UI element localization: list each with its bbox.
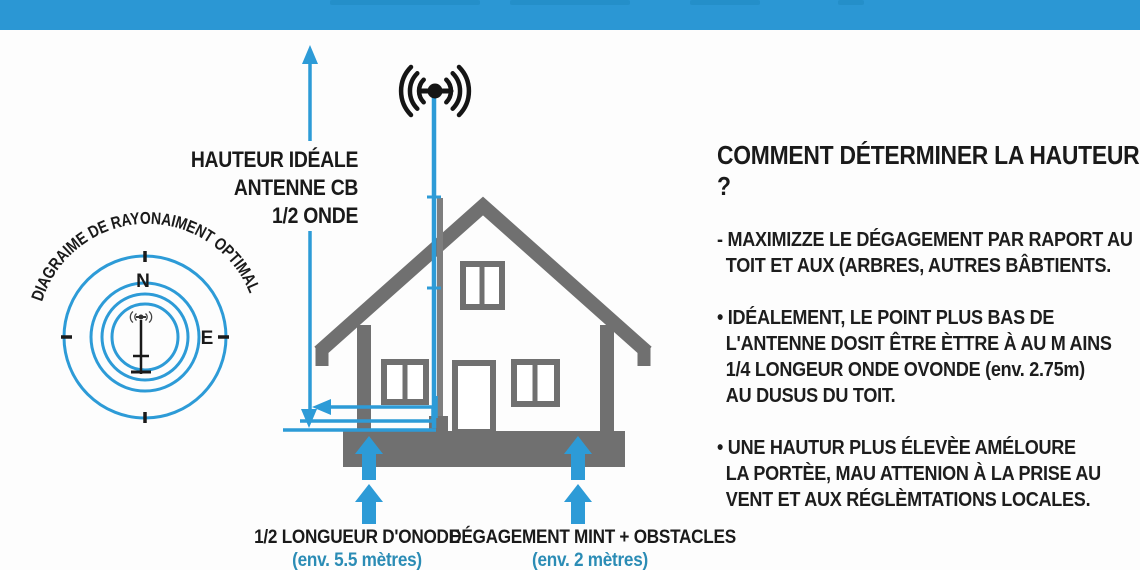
arrow-down-icon bbox=[301, 409, 317, 428]
bullet-line: LA PORTÈE, MAU ATTENION À LA PRISE AU bbox=[725, 462, 1101, 485]
bullet-line: TOIT ET AUX (ARBRES, AUTRES BÂBTIENTS. bbox=[725, 254, 1111, 277]
clearance-label: DÉGAGEMENT MINT + OBSTACLES (env. 2 mètr… bbox=[449, 526, 736, 570]
label-subtitle: (env. 5.5 mètres) bbox=[292, 549, 422, 570]
bullet-line: VENT ET AUX RÉGLÈMTATIONS LOCALES. bbox=[725, 488, 1091, 511]
bullet-line: AU DUSUS DU TOIT. bbox=[725, 384, 896, 407]
antenna-mast-icon bbox=[427, 96, 448, 433]
compass-east-label: E bbox=[201, 328, 214, 349]
bullet-line: - MAXIMIZZE LE DÉGAGEMENT PAR RAPORT AU bbox=[717, 228, 1133, 251]
antenna-signal-icon bbox=[398, 64, 472, 118]
label-title: DÉGAGEMENT MINT + OBSTACLES bbox=[449, 526, 736, 548]
antenna-height-label: HAUTEUR IDÉALE ANTENNE CB 1/2 ONDE bbox=[190, 146, 359, 230]
arrow-up-icon bbox=[355, 436, 383, 480]
arrow-up-icon bbox=[564, 484, 592, 524]
top-bar-cropped-text bbox=[330, 0, 480, 5]
door-icon bbox=[452, 360, 496, 435]
center-antenna-icon bbox=[129, 310, 153, 374]
bullet-item: • IDÉALEMENT, LE POINT PLUS BAS DE L'ANT… bbox=[717, 305, 1140, 409]
compass-north-label: N bbox=[136, 271, 150, 292]
label-subtitle: (env. 2 mètres) bbox=[532, 549, 648, 570]
explanation-panel: COMMENT DÉTERMINER LA HAUTEUR ? - MAXIMI… bbox=[717, 140, 1140, 539]
arrow-up-icon bbox=[355, 484, 383, 524]
wavelength-label: 1/2 LONGUEUR D'ONODE (env. 5.5 mètres) bbox=[225, 527, 489, 570]
bullet-line: • IDÉALEMENT, LE POINT PLUS BAS DE bbox=[717, 306, 1055, 329]
top-bar bbox=[0, 0, 1140, 30]
compass-ticks-icon bbox=[61, 251, 229, 423]
bullet-line: L'ANTENNE DOSIT ÊTRE ÈTTRE À AU M AINS bbox=[725, 332, 1112, 355]
bullet-item: - MAXIMIZZE LE DÉGAGEMENT PAR RAPORT AU … bbox=[717, 227, 1140, 279]
top-bar-cropped-text bbox=[838, 0, 864, 5]
height-label-line: HAUTEUR IDÉALE bbox=[190, 147, 359, 172]
house-icon bbox=[314, 196, 652, 467]
house-antenna-diagram bbox=[283, 45, 652, 524]
label-title: 1/2 LONGUEUR D'ONODE bbox=[254, 526, 460, 548]
height-dimension-lines bbox=[283, 45, 438, 432]
arrow-left-icon bbox=[312, 399, 331, 415]
bullet-line: • UNE HAUTUR PLUS ÉLEVÈE AMÉLOURE bbox=[717, 436, 1076, 459]
arrow-up-icon bbox=[302, 45, 318, 64]
bullet-item: • UNE HAUTUR PLUS ÉLEVÈE AMÉLOURE LA POR… bbox=[717, 435, 1140, 513]
top-bar-cropped-text bbox=[690, 0, 760, 5]
bullet-line: 1/4 LONGEUR ONDE OVONDE (env. 2.75m) bbox=[725, 358, 1085, 381]
height-label-line: 1/2 ONDE bbox=[271, 203, 358, 228]
radiation-pattern-diagram: DIAGRAIME DE RAYONAIMENT OPTIMAL N E bbox=[28, 209, 264, 423]
height-label-line: ANTENNE CB bbox=[233, 175, 359, 200]
arrow-up-icon bbox=[564, 436, 592, 480]
panel-title: COMMENT DÉTERMINER LA HAUTEUR ? bbox=[717, 140, 1140, 201]
ground-clearance-arrows bbox=[355, 436, 592, 524]
top-bar-cropped-text bbox=[510, 0, 630, 5]
